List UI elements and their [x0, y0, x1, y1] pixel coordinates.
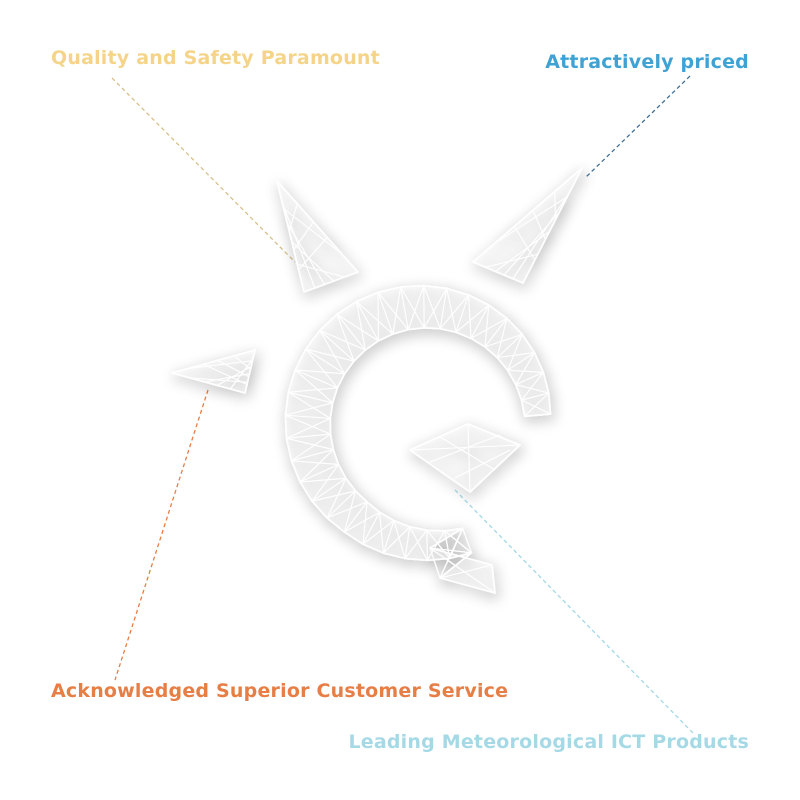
shard-left-lattice [188, 355, 254, 390]
service-leader-line [114, 389, 209, 681]
quality-leader-line [111, 77, 296, 263]
callout-meteorological-ict: Leading Meteorological ICT Products [348, 731, 749, 753]
shard-top-left [276, 180, 359, 293]
callout-customer-service: Acknowledged Superior Customer Service [51, 680, 509, 702]
ict-leader-line [454, 489, 696, 736]
spiral-hook [409, 423, 521, 493]
leader-lines [111, 75, 696, 736]
shard-top-right-lattice [485, 190, 571, 280]
callout-attractively-priced: Attractively priced [545, 51, 749, 73]
price-leader-line [584, 75, 691, 179]
shard-left [171, 349, 256, 394]
shard-top-left-lattice [281, 203, 345, 289]
spiral-band-lattice [285, 285, 551, 594]
spiral-hook-lattice [409, 423, 521, 493]
callout-quality-safety: Quality and Safety Paramount [51, 47, 380, 69]
wireframe-logo [171, 167, 583, 594]
